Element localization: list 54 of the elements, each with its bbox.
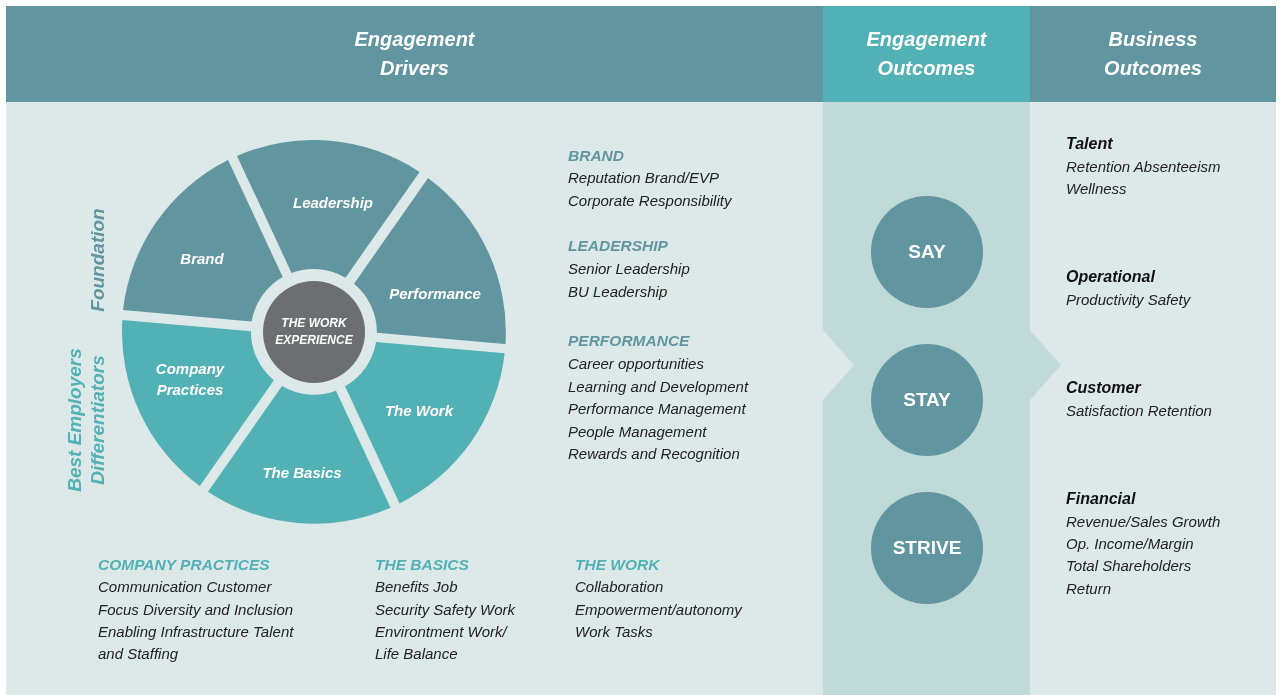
list-item: Total Shareholders <box>1066 556 1192 576</box>
chevron-arrow <box>1030 330 1061 400</box>
outcome-heading: Financial <box>1066 489 1136 509</box>
outcome-heading: Talent <box>1066 134 1113 154</box>
outcome-heading: Operational <box>1066 267 1155 287</box>
list-item: Reputation Brand/EVP <box>568 168 719 188</box>
list-item: Communication Customer <box>98 577 272 597</box>
column-header: Business Outcomes <box>1030 6 1276 102</box>
outcome-heading: Customer <box>1066 378 1141 398</box>
column-panel <box>6 6 823 695</box>
group-label: Foundation <box>85 207 109 314</box>
list-item: Senior Leadership <box>568 259 690 279</box>
list-item: Focus Diversity and Inclusion <box>98 600 294 620</box>
list-item: Performance Management <box>568 399 746 419</box>
list-item: Productivity Safety <box>1066 290 1191 310</box>
column-panel <box>823 6 1030 695</box>
list-item: Rewards and Recognition <box>568 444 740 464</box>
list-heading: COMPANY PRACTICES <box>98 555 270 575</box>
list-item: Op. Income/Margin <box>1066 534 1194 554</box>
wheel-segment: Brand <box>123 160 283 322</box>
list-heading: BRAND <box>568 146 624 166</box>
list-item: Security Safety Work <box>375 600 516 620</box>
list-item: Work Tasks <box>575 622 653 642</box>
list-item: Career opportunities <box>568 354 704 374</box>
list-item: Satisfaction Retention <box>1066 401 1212 421</box>
outcome-circle: SAY <box>871 196 983 308</box>
group-label: Best Employers Differentiators <box>63 347 109 494</box>
list-item: Retention Absenteeism <box>1066 157 1221 177</box>
list-heading: THE BASICS <box>375 555 469 575</box>
list-item: Enabling Infrastructure Talent <box>98 622 294 642</box>
list-item: Empowerment/autonomy <box>575 600 742 620</box>
column-panel <box>1030 6 1276 695</box>
wheel-segment: Leadership <box>237 140 420 278</box>
column-header: Engagement Drivers <box>6 6 823 102</box>
list-heading: THE WORK <box>575 555 660 575</box>
list-item: BU Leadership <box>568 282 668 302</box>
list-item: Environtment Work/ <box>375 622 507 642</box>
list-item: Benefits Job <box>375 577 458 597</box>
list-heading: LEADERSHIP <box>568 236 668 256</box>
list-item: Collaboration <box>575 577 664 597</box>
outcome-circle: STAY <box>871 344 983 456</box>
list-item: Corporate Responsibility <box>568 191 732 211</box>
list-item: Wellness <box>1066 179 1127 199</box>
hub-circle: THE WORK EXPERIENCE <box>263 281 365 383</box>
list-item: Return <box>1066 579 1112 599</box>
outcome-circle: STRIVE <box>871 492 983 604</box>
list-item: People Management <box>568 422 707 442</box>
chevron-arrow <box>823 330 854 400</box>
column-header: Engagement Outcomes <box>823 6 1030 102</box>
list-item: Life Balance <box>375 644 458 664</box>
list-item: Learning and Development <box>568 377 749 397</box>
list-item: and Staffing <box>98 644 179 664</box>
list-item: Revenue/Sales Growth <box>1066 512 1221 532</box>
list-heading: PERFORMANCE <box>568 331 690 351</box>
